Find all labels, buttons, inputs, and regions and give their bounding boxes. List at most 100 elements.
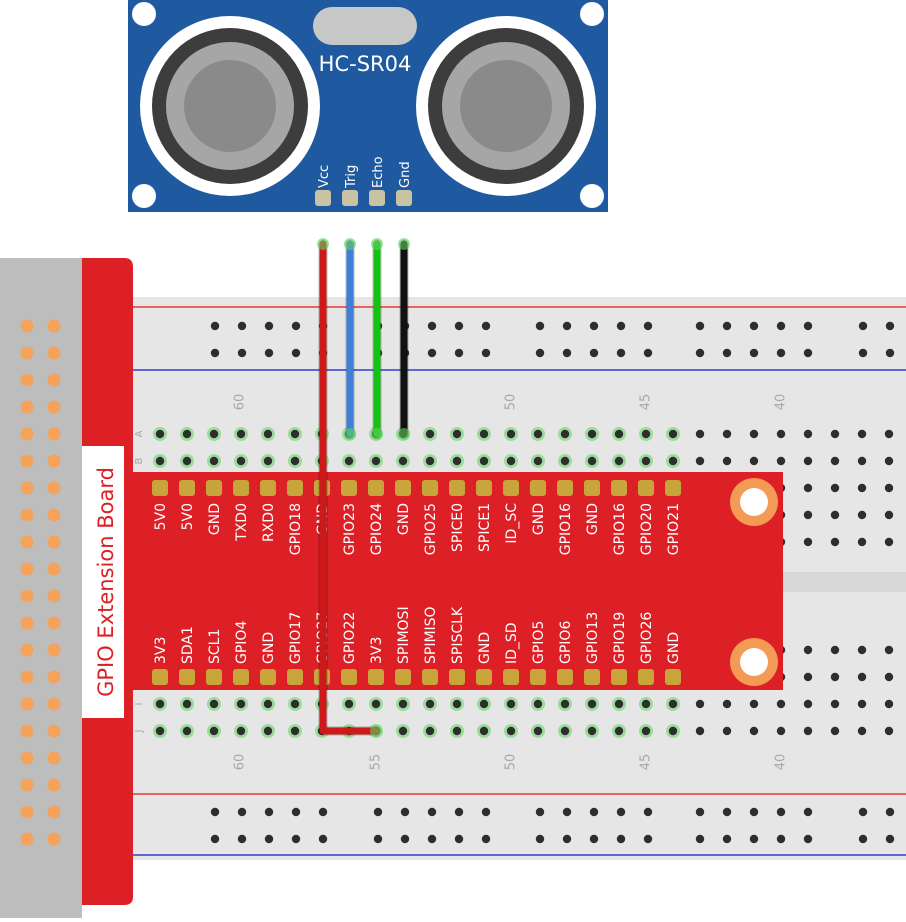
rail-hole [749, 807, 759, 817]
terminal-hole [533, 456, 543, 466]
sensor-pin [315, 190, 331, 206]
ribbon-pin [47, 805, 61, 819]
rail-hole [722, 348, 732, 358]
ribbon-pin [47, 535, 61, 549]
rail-hole [427, 834, 437, 844]
terminal-hole [209, 429, 219, 439]
terminal-hole [452, 456, 462, 466]
rail-hole [858, 321, 868, 331]
header-pin-bottom [179, 669, 195, 685]
ribbon-pin [47, 643, 61, 657]
rail-hole [454, 321, 464, 331]
header-pin-top [584, 480, 600, 496]
rail-hole [643, 834, 653, 844]
rail-hole [722, 321, 732, 331]
rail-hole [562, 807, 572, 817]
terminal-hole [776, 429, 786, 439]
ribbon-pin [20, 346, 34, 360]
terminal-hole [452, 699, 462, 709]
header-pin-bottom [260, 669, 276, 685]
ribbon-pin [47, 832, 61, 846]
gpio-top-label: 5V0 [153, 503, 169, 530]
terminal-hole [479, 699, 489, 709]
column-number: 50 [504, 754, 519, 771]
terminal-hole [182, 456, 192, 466]
gpio-top-label: GPIO16 [612, 503, 628, 555]
terminal-hole [236, 429, 246, 439]
header-pin-top [395, 480, 411, 496]
ribbon-pin [20, 562, 34, 576]
ribbon-pin [20, 616, 34, 630]
rail-hole [237, 348, 247, 358]
header-pin-bottom [503, 669, 519, 685]
terminal-hole [398, 456, 408, 466]
gpio-bottom-label: GPIO4 [234, 621, 250, 664]
rail-hole [616, 807, 626, 817]
terminal-hole [425, 699, 435, 709]
terminal-hole [830, 537, 840, 547]
ribbon-pin [47, 400, 61, 414]
ribbon-pin [20, 427, 34, 441]
header-pin-top [287, 480, 303, 496]
ribbon-pin [47, 481, 61, 495]
sensor-mount-hole-tl [132, 2, 156, 26]
terminal-hole [722, 699, 732, 709]
rail-hole [695, 321, 705, 331]
rail-hole [643, 321, 653, 331]
sensor-pin-label: Vcc [317, 165, 332, 188]
ribbon-pin [47, 508, 61, 522]
gpio-top-label: SPICE0 [450, 503, 466, 552]
header-pin-bottom [206, 669, 222, 685]
ribbon-pin [47, 616, 61, 630]
rail-hole [237, 834, 247, 844]
header-pin-bottom [476, 669, 492, 685]
rail-hole [481, 834, 491, 844]
header-pin-bottom [449, 669, 465, 685]
header-pin-bottom [557, 669, 573, 685]
terminal-hole [830, 429, 840, 439]
terminal-hole [884, 645, 894, 655]
rail-hole [427, 807, 437, 817]
sensor-pin [396, 190, 412, 206]
terminal-hole [884, 483, 894, 493]
gpio-top-label: GPIO18 [288, 503, 304, 555]
rail-hole [427, 321, 437, 331]
crystal-oscillator [313, 7, 417, 45]
terminal-hole [587, 699, 597, 709]
header-pins [152, 480, 681, 685]
rail-hole [803, 348, 813, 358]
header-pin-bottom [530, 669, 546, 685]
gpio-top-label: GND [531, 503, 547, 535]
rail-hole [210, 348, 220, 358]
terminal-hole [236, 699, 246, 709]
ribbon-pin [20, 778, 34, 792]
terminal-hole [830, 726, 840, 736]
transducer-right [416, 16, 596, 196]
header-pin-bottom [152, 669, 168, 685]
terminal-hole [641, 699, 651, 709]
rail-hole [695, 807, 705, 817]
terminal-hole [290, 429, 300, 439]
wire-end-glow [398, 238, 410, 250]
terminal-hole [533, 726, 543, 736]
extension-board-title-bg [82, 446, 124, 718]
terminal-hole [857, 537, 867, 547]
ribbon-pin [20, 805, 34, 819]
terminal-hole [668, 726, 678, 736]
header-pin-bottom [395, 669, 411, 685]
extension-board-body [82, 258, 783, 905]
terminal-hole [614, 429, 624, 439]
rail-hole [291, 834, 301, 844]
terminal-hole [290, 699, 300, 709]
gpio-top-label: RXD0 [261, 503, 277, 542]
terminal-hole [668, 699, 678, 709]
terminal-hole [830, 699, 840, 709]
terminal-hole [884, 726, 894, 736]
terminal-hole [857, 699, 867, 709]
wire-end-glow [370, 725, 382, 737]
gpio-top-label: TXD0 [234, 503, 250, 542]
gpio-bottom-label: SPISCLK [450, 606, 466, 664]
rail-hole [454, 834, 464, 844]
terminal-hole [614, 699, 624, 709]
